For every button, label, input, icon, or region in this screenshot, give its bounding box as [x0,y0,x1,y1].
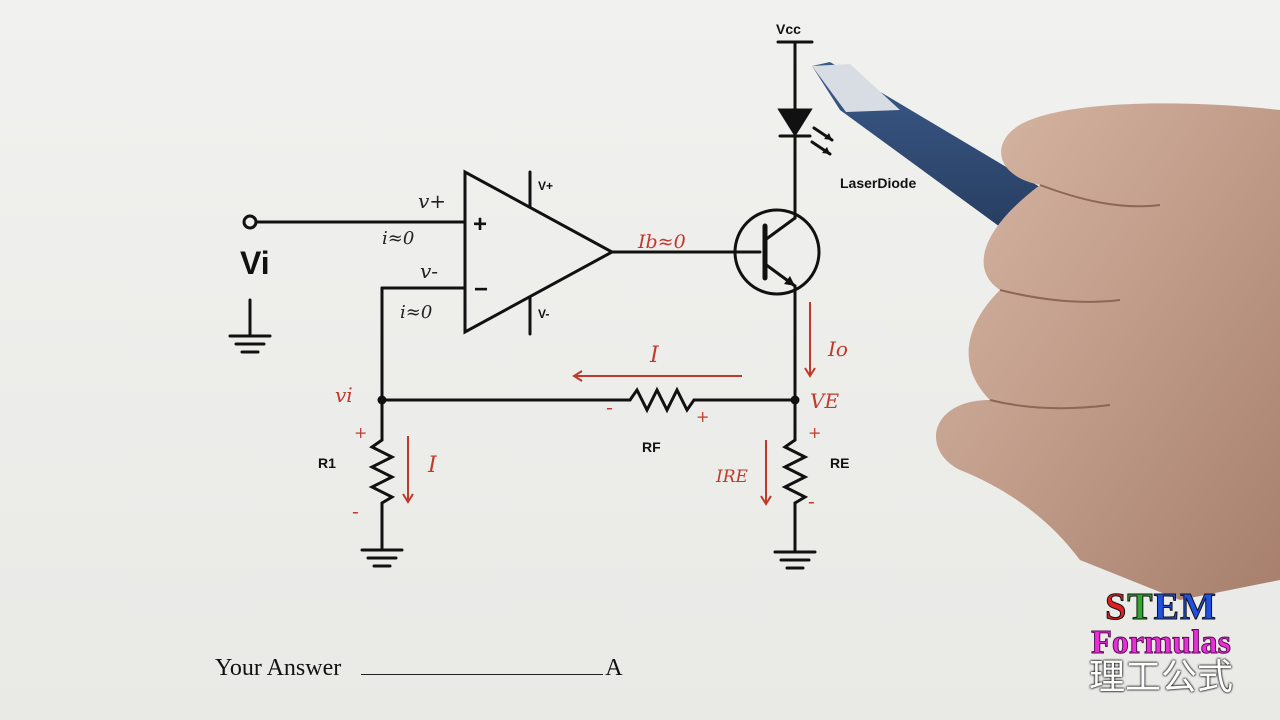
label-opamp-vplus: V+ [538,179,553,193]
label-laser-diode: LaserDiode [840,175,916,191]
logo-letter-0: S [1105,586,1128,628]
logo-letter-1: T [1127,586,1154,628]
annotation-v-minus: v- [420,259,438,283]
annotation-i-plus: i≈0 [382,228,414,249]
r1-ground-symbol [360,548,404,568]
re-ground-symbol [773,550,817,570]
arrow-i-rf-head [572,370,583,382]
annotation-v-plus: v+ [418,189,446,213]
r1-resistor [368,438,396,505]
label-r1: R1 [318,455,336,471]
annotation-rf-plus: + [696,407,709,426]
vi-ground-symbol [228,298,272,354]
annotation-i-r1: I [427,453,438,478]
logo-letter-3: M [1179,586,1217,628]
annotation-i-rf: I [649,343,660,368]
rf-resistor [628,386,696,414]
answer-blank [361,654,604,675]
label-rf: RF [642,439,661,455]
logo-line-chinese: 理工公式 [1088,657,1233,698]
input-terminal [242,214,258,230]
label-re: RE [830,455,849,471]
opamp-symbol [463,169,616,335]
annotation-ib: Ib≈0 [637,231,686,253]
annotation-io: Io [827,337,848,361]
annotation-i-minus: i≈0 [400,302,432,323]
label-minus-input-sign: − [474,276,488,303]
label-plus-input-sign: + [473,211,487,238]
answer-prompt: Your Answer [215,655,342,681]
annotation-ve: VE [810,389,839,413]
stem-formulas-logo: STEM Formulas 理工公式 [1056,588,1266,696]
arrow-ire-head [760,495,772,506]
node-vi [377,395,387,405]
annotation-r1-minus: - [352,499,359,523]
arrow-i-r1-head [402,493,414,504]
re-resistor [781,438,809,505]
annotation-ire: IRE [715,467,749,487]
laser-diode-symbol [777,108,834,156]
logo-line-stem: STEM [1056,586,1266,628]
annotation-r1-plus: + [354,423,367,442]
answer-unit: A [605,655,623,681]
node-ve [790,395,800,405]
label-opamp-vminus: V- [538,307,549,321]
logo-letter-2: E [1153,586,1180,628]
annotation-re-plus: + [808,423,821,442]
annotation-vi-node: vi [335,383,353,407]
label-vcc: Vcc [776,21,801,37]
logo-line-formulas: Formulas [1091,624,1232,661]
annotation-re-minus: - [808,489,815,513]
label-vi: Vi [240,245,270,281]
annotation-rf-minus: - [606,395,613,419]
answer-line: Your Answer A [215,654,623,682]
